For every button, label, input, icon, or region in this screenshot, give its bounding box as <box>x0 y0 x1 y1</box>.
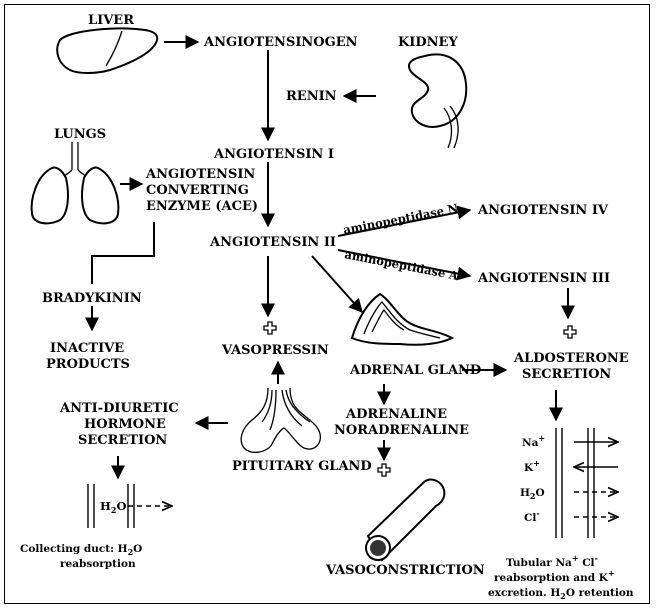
angiotensinogen-label: ANGIOTENSINOGEN <box>203 35 358 50</box>
renin-label: RENIN <box>286 89 337 104</box>
kidney-label: KIDNEY <box>398 35 458 50</box>
duct-water-label: H2O <box>100 499 126 515</box>
liver-label: LIVER <box>88 13 134 28</box>
ace-label-line2: CONVERTING <box>146 183 249 198</box>
inactive-label-line1: INACTIVE <box>50 341 124 356</box>
aminopeptidase-a-label: aminopeptidase A <box>343 247 460 283</box>
angiotensin-i-label: ANGIOTENSIN I <box>213 147 334 162</box>
plus-sign-aldosterone <box>564 326 576 338</box>
angiotensin-ii-label: ANGIOTENSIN II <box>209 235 336 250</box>
lungs-label: LUNGS <box>54 127 106 142</box>
plus-sign-vasopressin <box>264 322 276 334</box>
tubular-caption-line2: reabsorption and K+ <box>494 568 615 584</box>
aminopeptidase-n-label: aminopeptidase N <box>342 201 460 237</box>
ion-cl-label: Cl- <box>524 508 540 524</box>
kidney-icon <box>409 54 466 148</box>
adh-label-line3: SECRETION <box>78 433 167 448</box>
vasopressin-label: VASOPRESSIN <box>221 343 329 358</box>
bradykinin-label: BRADYKININ <box>42 291 142 306</box>
ace-label-line3: ENZYME (ACE) <box>146 199 258 214</box>
inactive-label-line2: PRODUCTS <box>46 357 130 372</box>
adrenal-gland-label: ADRENAL GLAND <box>349 363 481 378</box>
lungs-icon <box>32 142 119 223</box>
collecting-duct-caption-line1: Collecting duct: H2O <box>20 543 142 557</box>
angiotensin-iv-label: ANGIOTENSIN IV <box>477 203 609 218</box>
adh-label-line1: ANTI-DIURETIC <box>59 401 179 416</box>
angiotensin-iii-label: ANGIOTENSIN III <box>477 271 610 286</box>
collecting-duct-caption-line2: reabsorption <box>60 558 136 570</box>
tubular-caption-line1: Tubular Na+ Cl- <box>506 553 598 569</box>
ion-k-label: K+ <box>524 458 540 474</box>
tubular-caption-line3: excretion. H2O retention <box>488 587 634 601</box>
tubule-icon <box>556 428 618 538</box>
vasoconstriction-label: VASOCONSTRICTION <box>325 563 485 578</box>
plus-sign-vasoconstriction <box>378 464 390 476</box>
ion-h2o-label: H2O <box>520 487 545 501</box>
adrenal-gland-icon <box>352 294 452 345</box>
adh-label-line2: HORMONE <box>84 417 166 432</box>
aldosterone-label-line2: SECRETION <box>522 367 611 382</box>
blood-vessel-icon <box>366 480 444 560</box>
aldosterone-label-line1: ALDOSTERONE <box>513 351 629 366</box>
adrenaline-label: ADRENALINE <box>345 407 447 422</box>
noradrenaline-label: NORADRENALINE <box>334 423 469 438</box>
ace-label-line1: ANGIOTENSIN <box>145 167 255 182</box>
ion-na-label: Na+ <box>522 433 545 449</box>
pituitary-gland-icon <box>241 388 320 452</box>
liver-icon <box>57 28 157 73</box>
pituitary-gland-label: PITUITARY GLAND <box>232 459 372 474</box>
